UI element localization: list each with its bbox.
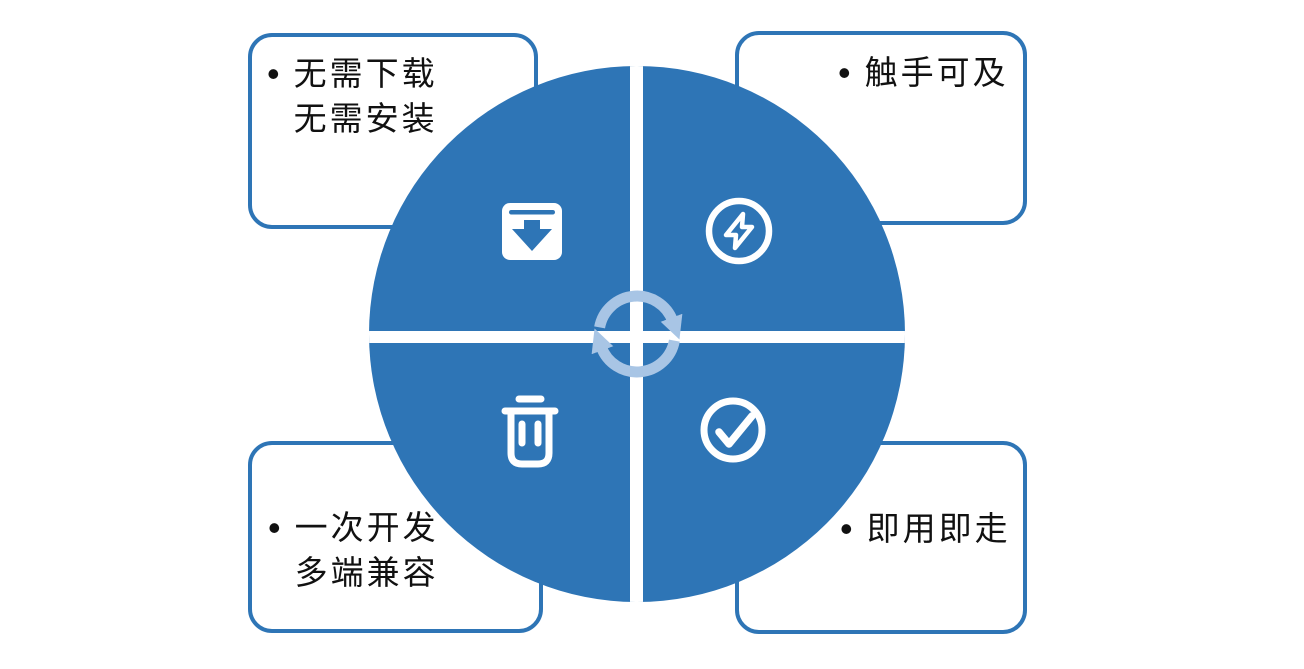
bullet-marker: • <box>268 507 281 548</box>
feature-text-line: 无需安装 <box>293 100 438 137</box>
bullet-marker: • <box>840 508 853 549</box>
feature-box-content: • 无需下载 无需安装 <box>267 51 438 141</box>
quadrant-divider-horizontal <box>369 331 905 343</box>
feature-lines: 无需下载 无需安装 <box>294 51 438 141</box>
feature-box-top-right: • 触手可及 <box>735 31 1027 225</box>
feature-text-line: 即用即走 <box>866 510 1011 547</box>
bullet-marker: • <box>267 53 280 94</box>
feature-box-top-left: • 无需下载 无需安装 <box>248 33 538 229</box>
feature-text-line: 触手可及 <box>864 54 1009 91</box>
bullet-marker: • <box>838 52 851 93</box>
feature-text-line: 无需下载 <box>293 55 438 92</box>
feature-text-line: 多端兼容 <box>294 554 439 591</box>
feature-lines: 即用即走 <box>867 506 1011 551</box>
feature-text-line: 一次开发 <box>294 509 439 546</box>
refresh-cycle-icon <box>591 290 683 378</box>
feature-box-content: • 一次开发 多端兼容 <box>268 505 439 595</box>
feature-lines: 触手可及 <box>865 50 1009 95</box>
quadrant-divider-vertical <box>630 66 643 602</box>
feature-lines: 一次开发 多端兼容 <box>295 505 439 595</box>
feature-box-bottom-right: • 即用即走 <box>735 441 1027 634</box>
feature-box-bottom-left: • 一次开发 多端兼容 <box>248 441 543 633</box>
feature-box-content: • 触手可及 <box>838 50 1009 95</box>
feature-box-content: • 即用即走 <box>840 506 1011 551</box>
